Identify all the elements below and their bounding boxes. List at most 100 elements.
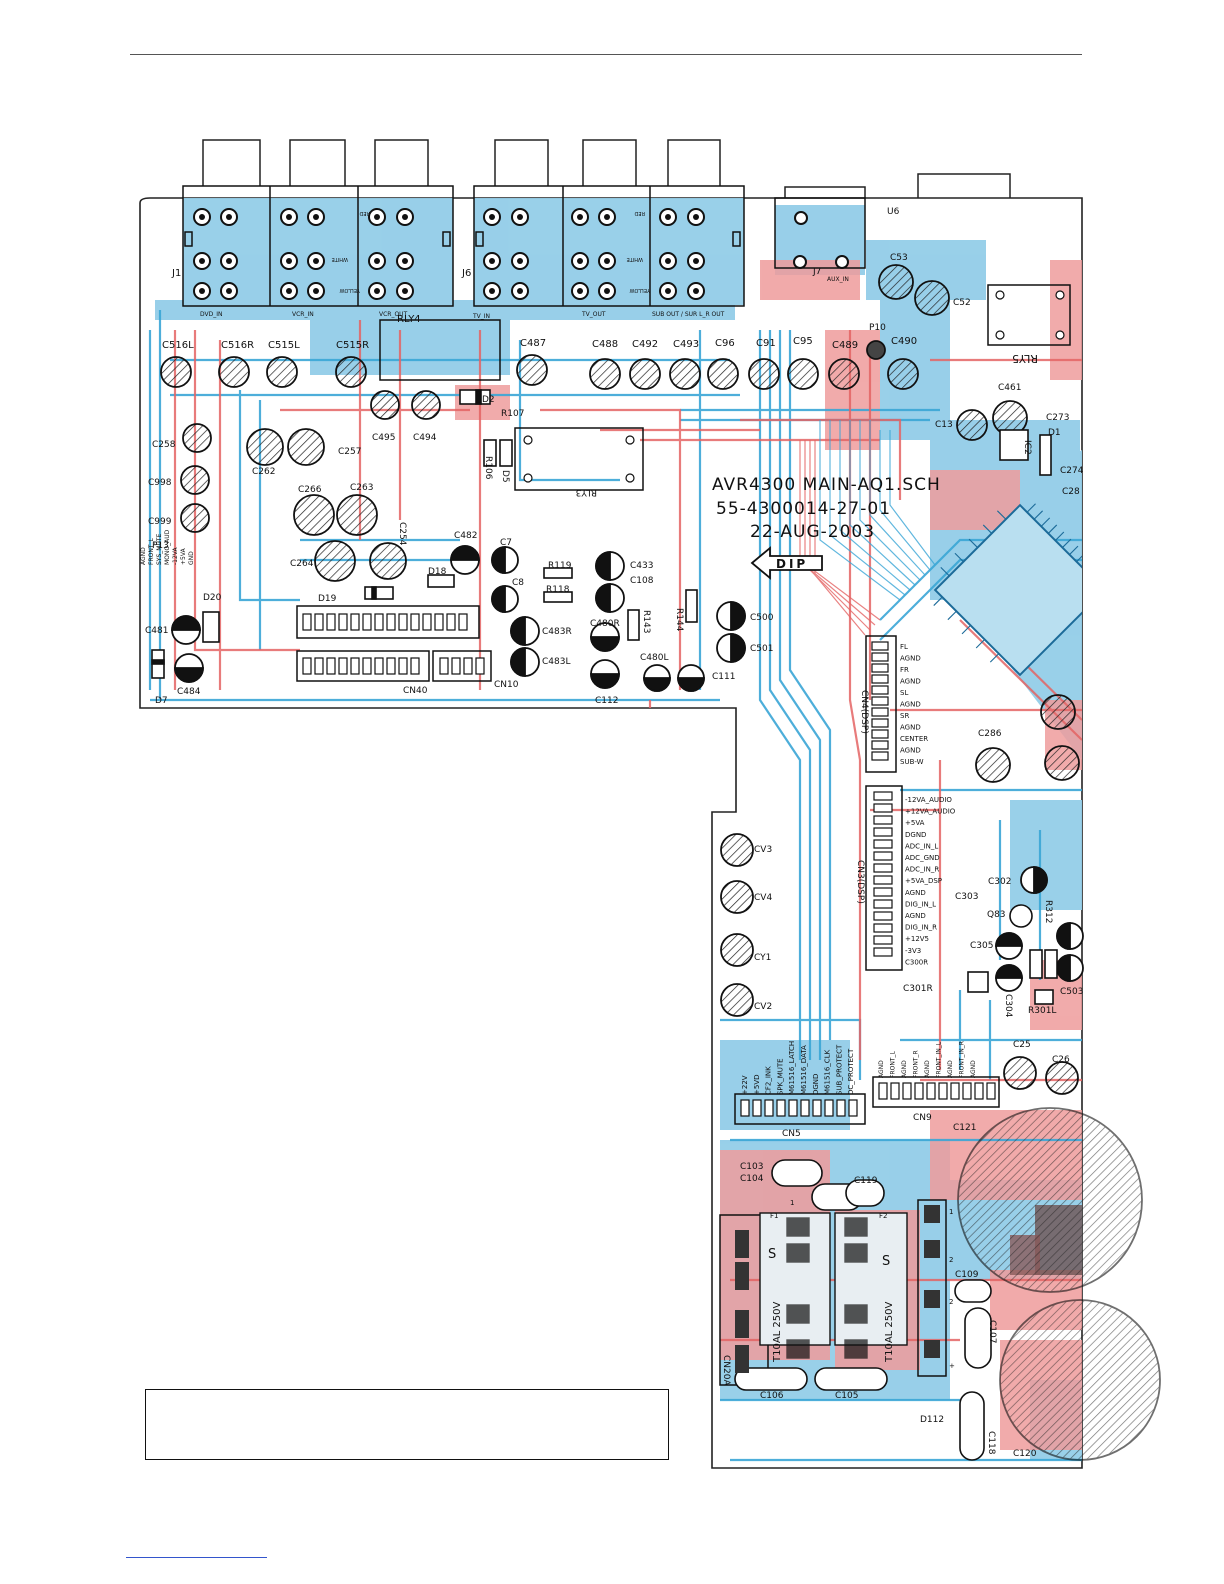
jack-group-label: SUB OUT / SUR L_R OUT: [652, 311, 725, 318]
jack-group-label: TV_OUT: [581, 311, 606, 318]
component-label: CN5: [782, 1129, 801, 1139]
cn9-pins: [878, 1082, 996, 1100]
component-label: C484: [177, 687, 201, 697]
fuse-mark: S: [882, 1254, 890, 1269]
cn4-pin-label: FR: [900, 666, 909, 674]
cn9-pin-label: AGND: [970, 1060, 977, 1078]
component-label: R301L: [1028, 1006, 1056, 1016]
component-label: C999: [148, 517, 172, 527]
cn3-pin-label: DGND: [905, 831, 926, 839]
fuse-mark: 1: [790, 1199, 794, 1207]
component-label: CV2: [754, 1002, 772, 1012]
component-label: C112: [595, 696, 618, 706]
component-label: C121: [953, 1123, 976, 1133]
component-label: C13: [935, 420, 953, 430]
component-label: C303: [955, 892, 978, 902]
cn4-pin-label: FL: [900, 643, 908, 651]
component-label: C120: [1013, 1449, 1037, 1459]
component-label: CN10: [494, 680, 519, 690]
component-label: C503: [1060, 987, 1083, 997]
fuse-mark: 2: [949, 1298, 953, 1306]
board-part-number: 55-4300014-27-01: [716, 499, 891, 519]
cap-label: C95: [793, 336, 813, 347]
cn3-pin-label: ADC_IN_R: [905, 866, 939, 874]
component-label: D18: [428, 567, 447, 577]
component-label: R106: [483, 456, 493, 480]
component-label: C501: [750, 644, 773, 654]
component-label: C257: [338, 447, 361, 457]
dip-label: DIP: [776, 557, 808, 571]
relay-label: RLY4: [397, 314, 421, 325]
cap-label: C490: [891, 336, 917, 347]
cn40-pin-label: MONO_AUD: [164, 529, 171, 565]
cn5-pin-label: M61516_LATCH: [788, 1041, 796, 1095]
cn3-pins: [873, 791, 893, 957]
component-label: C119: [854, 1176, 878, 1186]
cn3-pin-label: +12VA_AUDIO: [905, 808, 956, 816]
component-label: R143: [641, 610, 651, 633]
component-label: C25: [1013, 1040, 1031, 1050]
component-label: C258: [152, 440, 176, 450]
cap-label: C515L: [268, 340, 300, 351]
jack-color-label: RED: [359, 210, 370, 216]
cn9-pin-label: FRONT_IN_R: [959, 1041, 966, 1078]
cn3-pin-label: -3V3: [905, 947, 921, 955]
component-label: IC2: [1022, 440, 1032, 455]
component-label: CN20A: [721, 1355, 731, 1386]
cn4-pin-label: SR: [900, 712, 909, 720]
header-rule: [130, 54, 1082, 55]
fuse-mark: 1: [949, 1208, 953, 1216]
component-label: C481: [145, 626, 168, 636]
board-title: AVR4300 MAIN-AQ1.SCH: [712, 475, 941, 495]
polar-caps: [171, 545, 1084, 992]
cn3-pin-label: +5VA: [905, 819, 925, 827]
cn40-pin-label: FRONT_L: [148, 538, 155, 565]
component-label: C483L: [542, 657, 570, 667]
cn5-pin-label: SUB_PROTECT: [835, 1044, 843, 1095]
jack-group-label: VCR_OUT: [379, 311, 408, 318]
component-label: C263: [350, 483, 373, 493]
cn4-pins: [871, 641, 889, 761]
component-label: C461: [998, 383, 1021, 393]
cn3-pin-label: DIG_IN_L: [905, 900, 936, 908]
component-label: D19: [318, 594, 337, 604]
u6-label: U6: [887, 207, 900, 217]
component-label: C274: [1060, 466, 1084, 476]
component-label: C264: [290, 559, 314, 569]
component-label: C107: [987, 1320, 997, 1343]
component-label: C118: [986, 1431, 996, 1455]
jack-group-label: DVD_IN: [200, 311, 223, 318]
jack-color-label: YELLOW: [339, 287, 361, 293]
component-label: D7: [155, 696, 168, 706]
cn40-pins: [302, 613, 485, 675]
component-label: R144: [674, 608, 684, 632]
component-label: C998: [148, 478, 172, 488]
fuse-mark: +: [949, 1362, 955, 1370]
cn40-pin-label: -12VA: [172, 546, 179, 565]
cn9-pin-label: FRONT_IN_L: [936, 1041, 943, 1078]
jack-color-label: YELLOW: [629, 287, 651, 293]
dip-arrow: [750, 546, 823, 580]
component-label: C52: [953, 298, 971, 308]
component-label: C254: [397, 522, 407, 546]
silkscreen-labels: AVR4300 MAIN-AQ1.SCH55-4300014-27-0122-A…: [140, 207, 1084, 1459]
fuse-mark: 2: [949, 1256, 953, 1264]
cn5-pin-label: SPK_MUTE: [776, 1058, 784, 1095]
component-label: D112: [920, 1415, 944, 1425]
j1-label: J1: [171, 268, 181, 279]
cn4-pin-label: SUB-W: [900, 758, 924, 766]
fuse-rating: T10AL 250V: [772, 1301, 783, 1363]
component-label: C286: [978, 729, 1002, 739]
component-label: C53: [890, 253, 908, 263]
component-label: C305: [970, 941, 993, 951]
jack-group-label: TV_IN: [472, 313, 490, 320]
component-label: C480L: [640, 653, 668, 663]
component-label: C26: [1052, 1055, 1070, 1065]
component-label: C266: [298, 485, 322, 495]
component-label: R312: [1043, 900, 1053, 923]
cap-label: C489: [832, 340, 858, 351]
component-label: D5: [500, 470, 510, 483]
component-label: CV3: [754, 845, 772, 855]
component-label: CY1: [754, 953, 771, 963]
cap-label: C492: [632, 339, 658, 350]
